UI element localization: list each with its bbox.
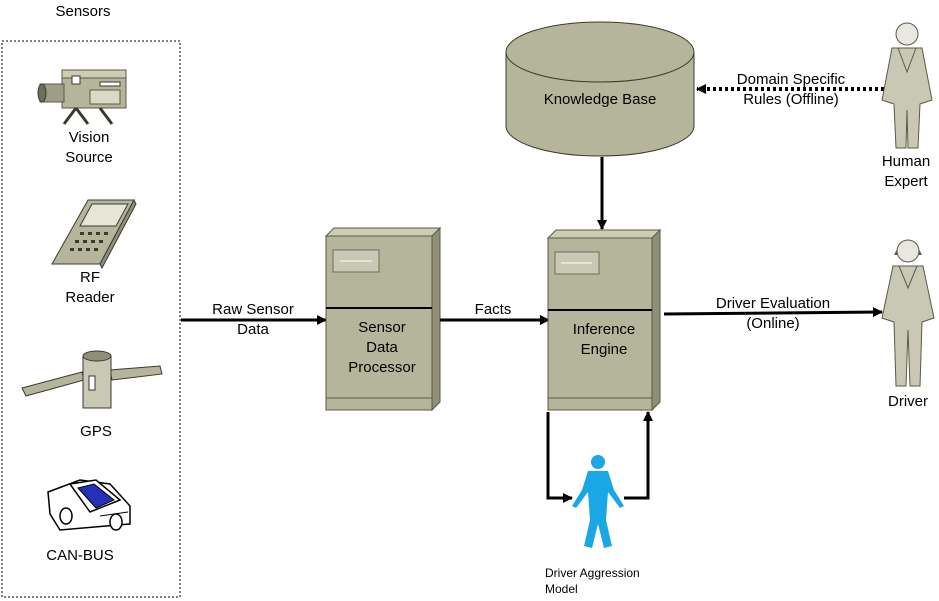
rf-reader-label: RF Reader — [50, 268, 130, 308]
aggression-model-line-1: Driver Aggression — [545, 566, 640, 580]
vision-source-line-1: Vision — [68, 129, 110, 146]
processor-line-1: Sensor — [358, 319, 406, 336]
evaluation-arrow — [663, 307, 883, 318]
camera-icon — [37, 69, 127, 125]
rf-reader-line-1: RF — [80, 269, 100, 286]
inference-server — [546, 228, 662, 412]
aggression-model-line-2: Model — [545, 582, 578, 596]
rf-reader-line-2: Reader — [65, 289, 115, 306]
vision-source-label: Vision Source — [49, 128, 129, 168]
driver-label: Driver — [888, 393, 928, 410]
human-expert-label: Human Expert — [874, 152, 938, 192]
human-expert-figure — [881, 22, 933, 149]
gps-label: GPS — [80, 423, 112, 440]
sensors-title: Sensors — [55, 3, 111, 20]
processor-label: Sensor Data Processor — [326, 318, 438, 378]
canbus-label: CAN-BUS — [46, 547, 114, 564]
driver-figure — [881, 239, 935, 387]
rules-line-1: Domain Specific — [736, 71, 846, 88]
car-icon — [47, 479, 131, 531]
vision-source-line-2: Source — [65, 149, 113, 166]
processor-server — [324, 226, 442, 412]
knowledge-base-label: Knowledge Base — [543, 91, 657, 108]
processor-line-3: Processor — [348, 359, 416, 376]
evaluation-line-1: Driver Evaluation — [715, 295, 831, 312]
human-expert-line-1: Human — [881, 153, 931, 170]
inference-line-1: Inference — [572, 321, 636, 338]
gps-satellite-icon — [21, 350, 163, 409]
human-expert-line-2: Expert — [884, 173, 928, 190]
inference-label: Inference Engine — [548, 320, 660, 360]
loop-out-arrow — [546, 412, 573, 503]
evaluation-line-2: (Online) — [746, 315, 800, 332]
rf-reader-icon — [51, 198, 137, 270]
aggression-model-label: Driver Aggression Model — [545, 565, 665, 597]
evaluation-label: Driver Evaluation (Online) — [696, 294, 850, 334]
inference-line-2: Engine — [580, 341, 628, 358]
knowledge-base-cylinder — [505, 21, 695, 157]
rules-line-2: Rules (Offline) — [743, 91, 839, 108]
raw-data-label: Raw Sensor Data — [194, 300, 312, 340]
rules-label: Domain Specific Rules (Offline) — [716, 70, 866, 110]
raw-data-line-2: Data — [237, 321, 269, 338]
raw-data-line-1: Raw Sensor — [212, 301, 294, 318]
sensors-container — [1, 40, 181, 598]
aggression-model-figure — [572, 455, 624, 548]
loop-in-arrow — [624, 411, 653, 500]
processor-line-2: Data — [366, 339, 398, 356]
facts-label: Facts — [474, 301, 512, 318]
